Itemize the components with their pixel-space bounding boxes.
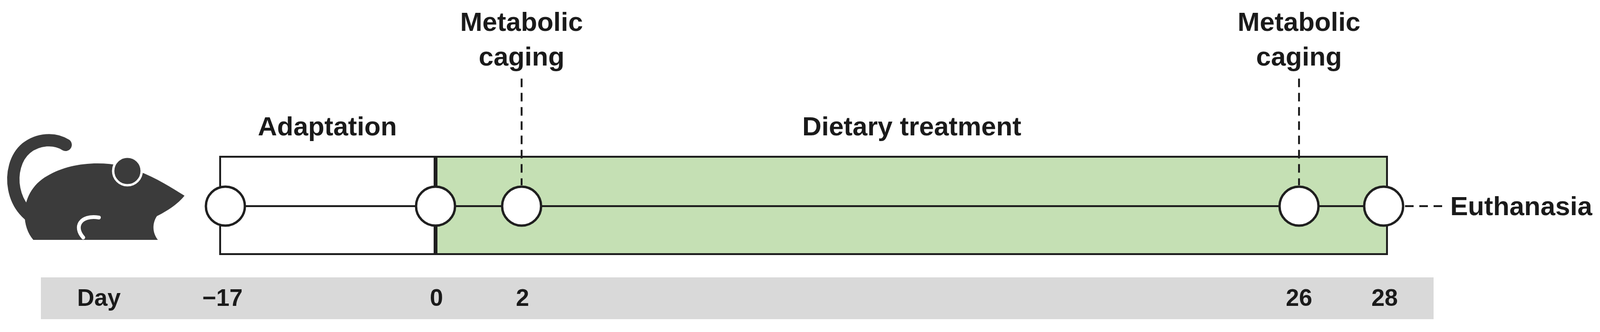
mouse-body <box>24 163 185 241</box>
timepoint-marker <box>1364 186 1404 226</box>
day-axis-band: Day −17 0 2 26 28 <box>40 277 1434 320</box>
phase-band: Dietary treatment <box>435 155 1388 256</box>
timepoint-marker <box>416 186 456 226</box>
leader-line <box>520 78 523 186</box>
event-label: Metabolic caging <box>1227 4 1371 75</box>
timepoint-marker <box>502 186 542 226</box>
axis-title: Day <box>77 284 121 313</box>
phase-heading: Dietary treatment <box>435 111 1388 142</box>
mouse-ear <box>113 156 142 186</box>
event-label: Metabolic caging <box>450 4 593 75</box>
timeline <box>205 186 1404 226</box>
day-axis-band-shape <box>40 277 1434 320</box>
phase-heading: Adaptation <box>219 111 436 142</box>
band-shapes <box>40 156 1434 320</box>
mouse-leg <box>78 217 99 238</box>
day-number: 26 <box>1285 284 1313 313</box>
leader-line <box>1405 205 1445 208</box>
leader-line <box>1298 78 1300 186</box>
leader-lines <box>521 78 1445 207</box>
timepoint-marker <box>1279 186 1319 226</box>
day-number: 28 <box>1371 284 1398 313</box>
endpoint-label: Euthanasia <box>1450 189 1593 224</box>
mouse-icon <box>13 140 185 241</box>
timeline-axis <box>225 205 1384 208</box>
day-number: 0 <box>429 284 444 313</box>
phase-band: Adaptation <box>219 155 436 256</box>
day-number: 2 <box>515 284 530 313</box>
day-number: −17 <box>202 284 243 313</box>
timepoint-marker <box>205 186 245 226</box>
